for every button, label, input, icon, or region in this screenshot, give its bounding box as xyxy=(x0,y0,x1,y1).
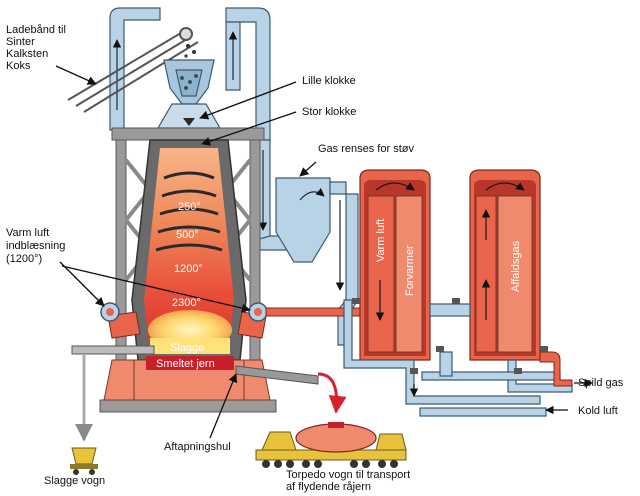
torpedo-car xyxy=(255,422,407,468)
label-hot-air-line-3: (1200°) xyxy=(6,253,42,265)
label-preheater: Forvarmer xyxy=(404,245,416,296)
iron-runner xyxy=(235,365,347,414)
slag-wagon xyxy=(70,447,98,475)
gas-flow-arrows xyxy=(112,31,345,291)
label-torpedo: Torpedo vogn til transport af flydende r… xyxy=(286,469,413,493)
label-molten-iron: Smeltet jern xyxy=(156,358,215,370)
burden-layers xyxy=(155,171,223,252)
stove-flow-arrows xyxy=(375,182,525,321)
duct-flow-arrows xyxy=(409,378,593,415)
conveyor-belt xyxy=(67,27,199,113)
label-large-bell: Stor klokke xyxy=(302,106,356,118)
label-slag-wagon: Slagge vogn xyxy=(44,475,105,487)
slag-runner xyxy=(71,345,155,442)
label-hot-air-line-2: indblæsning xyxy=(6,240,65,252)
label-torpedo-line-2: af flydende råjern xyxy=(286,481,371,493)
label-conveyor: Ladebånd til Sinter Kalksten Koks xyxy=(6,24,69,72)
label-conveyor-line-1: Ladebånd til xyxy=(6,24,66,36)
furnace-frame xyxy=(99,127,277,413)
hot-air-bustle-pipe xyxy=(100,302,268,339)
furnace-hearth xyxy=(103,338,271,401)
label-temp-500: 500° xyxy=(176,229,199,241)
furnace-shell xyxy=(131,139,247,361)
label-exhaust-gas: Affaldsgas xyxy=(510,240,522,292)
label-small-bell: Lille klokke xyxy=(302,75,356,87)
valves xyxy=(352,298,548,374)
label-waste-gas: Spild gas xyxy=(578,377,624,389)
frame-bracing xyxy=(124,158,252,282)
label-gas-cleaning: Gas renses for støv xyxy=(318,143,414,155)
label-conveyor-line-4: Koks xyxy=(6,60,31,72)
gas-uptake-pipes xyxy=(109,7,359,346)
label-slag: Slagge xyxy=(170,342,204,354)
stove-left xyxy=(359,169,431,361)
label-temp-1200: 1200° xyxy=(174,263,203,275)
label-temp-250: 250° xyxy=(178,201,201,213)
charging-hopper xyxy=(156,59,222,129)
label-tap-hole: Aftapningshul xyxy=(164,441,231,453)
waste-gas-outlet xyxy=(539,351,573,387)
label-torpedo-line-1: Torpedo vogn til transport xyxy=(286,469,410,481)
leader-lines xyxy=(55,65,317,439)
label-warm-air-vertical: Varm luft xyxy=(375,219,387,262)
label-hot-air-line-1: Varm luft xyxy=(6,227,49,239)
label-cold-air: Kold luft xyxy=(578,405,618,417)
small-bell xyxy=(183,118,195,126)
label-hot-air: Varm luft indblæsning (1200°) xyxy=(6,227,68,265)
label-conveyor-line-3: Kalksten xyxy=(6,48,48,60)
stove-right xyxy=(469,169,541,361)
label-temp-2300: 2300° xyxy=(172,297,201,309)
label-conveyor-line-2: Sinter xyxy=(6,36,35,48)
